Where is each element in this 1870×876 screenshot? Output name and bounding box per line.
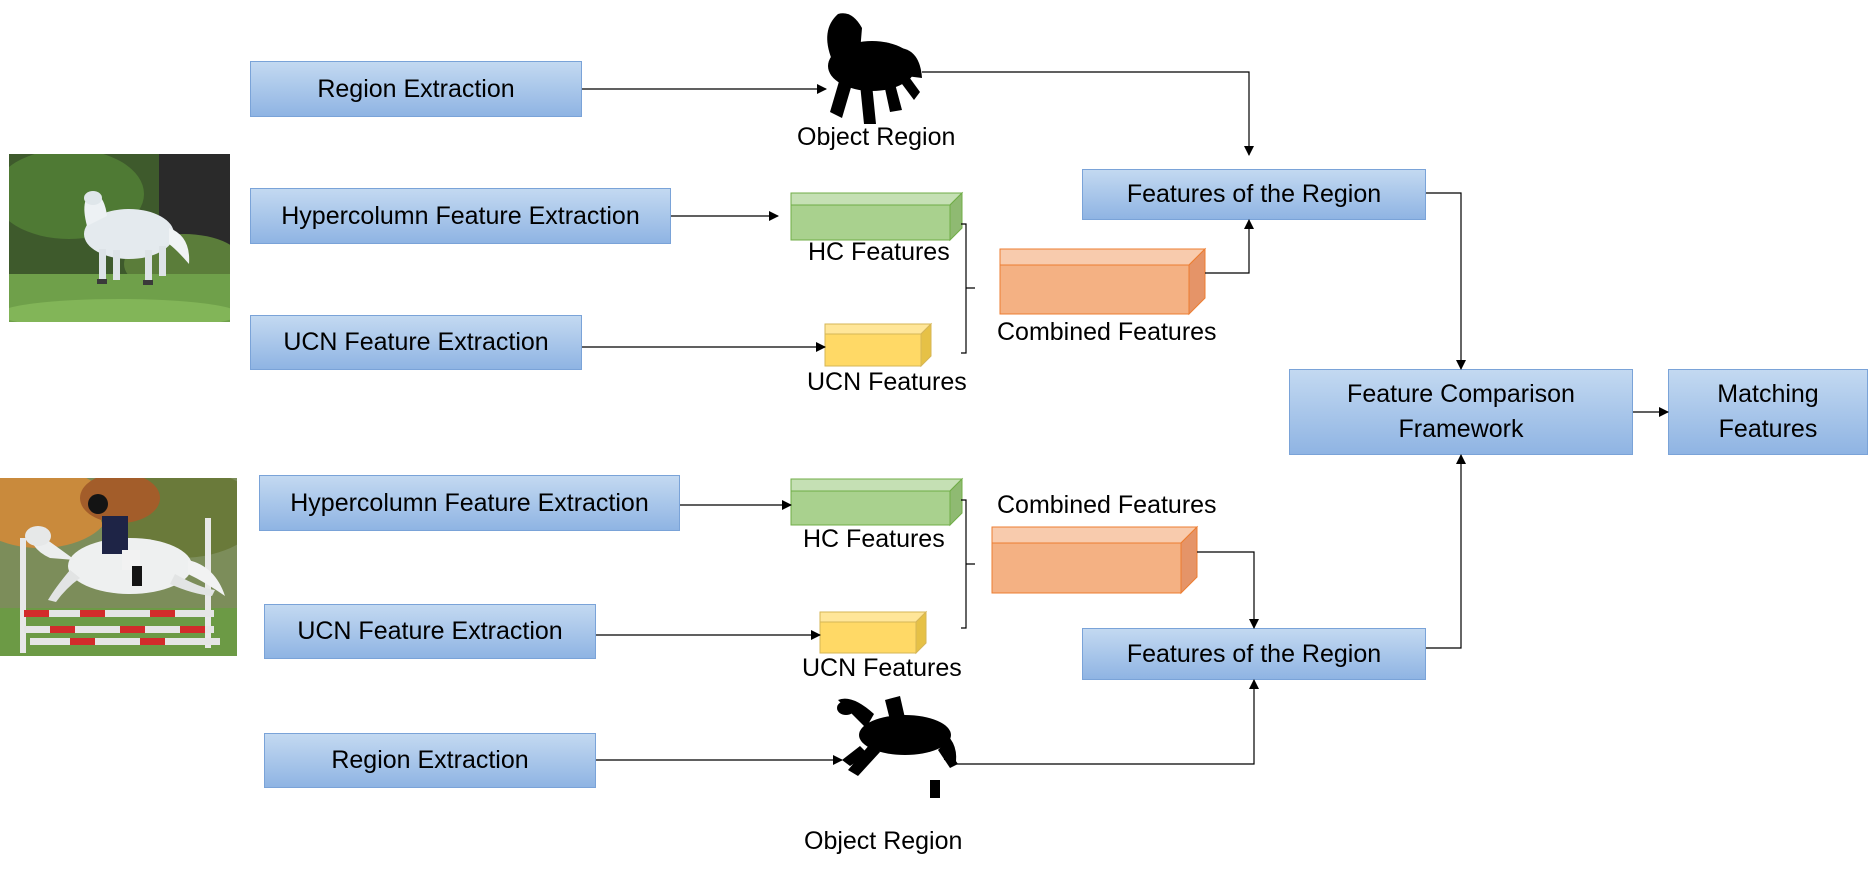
top-region-extraction-box: Region Extraction <box>250 61 582 117</box>
bottom-combined-features-block <box>991 525 1199 595</box>
top-combined-features-block <box>999 247 1207 316</box>
top-features-of-region-box: Features of the Region <box>1082 169 1426 220</box>
bottom-ucn-extraction-label: UCN Feature Extraction <box>297 617 563 645</box>
bottom-combined-features-label: Combined Features <box>997 491 1217 519</box>
top-input-photo-horse-running <box>9 154 230 322</box>
top-ucn-features-label: UCN Features <box>807 368 967 396</box>
bottom-region-extraction-box: Region Extraction <box>264 733 596 788</box>
top-hypercolumn-extraction-box: Hypercolumn Feature Extraction <box>250 188 671 244</box>
arrow-bottom-object-to-features <box>956 679 1259 765</box>
top-features-of-region-label: Features of the Region <box>1126 180 1382 208</box>
bottom-hypercolumn-extraction-label: Hypercolumn Feature Extraction <box>290 488 649 517</box>
bottom-features-of-region-label: Features of the Region <box>1126 639 1382 668</box>
feature-comparison-framework-line1: Feature Comparison <box>1347 380 1575 408</box>
matching-features-line2: Features <box>1718 415 1818 443</box>
top-ucn-extraction-box: UCN Feature Extraction <box>250 315 582 370</box>
feature-comparison-framework-line2: Framework <box>1398 415 1524 443</box>
arrow-bottom-combined-to-features <box>1197 551 1259 629</box>
bottom-ucn-features-block <box>819 610 928 655</box>
bottom-features-of-region-box: Features of the Region <box>1082 628 1426 680</box>
arrow-top-object-to-features <box>922 71 1254 156</box>
bottom-input-photo-horse-jumping <box>0 478 237 656</box>
bottom-ucn-extraction-box: UCN Feature Extraction <box>264 604 596 659</box>
top-hc-features-label: HC Features <box>808 238 950 266</box>
feature-comparison-framework-box: Feature Comparison Framework <box>1289 369 1633 455</box>
arrow-top-combined-to-features <box>1205 219 1254 274</box>
bottom-object-region-silhouette <box>837 696 958 798</box>
arrow-top-features-to-comparison <box>1426 192 1466 370</box>
top-ucn-extraction-label: UCN Feature Extraction <box>283 328 549 356</box>
bottom-object-region-label: Object Region <box>804 827 963 855</box>
top-ucn-features-block <box>824 322 933 368</box>
bottom-hc-features-block <box>790 477 964 527</box>
top-object-region-label: Object Region <box>797 123 956 151</box>
top-region-extraction-label: Region Extraction <box>317 74 515 103</box>
top-hc-features-block <box>790 191 964 242</box>
bottom-features-bracket <box>961 499 975 629</box>
top-hypercolumn-extraction-label: Hypercolumn Feature Extraction <box>281 201 640 230</box>
bottom-hc-features-label: HC Features <box>803 525 945 553</box>
top-object-region-silhouette <box>827 13 922 124</box>
bottom-region-extraction-label: Region Extraction <box>331 746 529 774</box>
bottom-ucn-features-label: UCN Features <box>802 654 962 682</box>
top-combined-features-label: Combined Features <box>997 318 1217 346</box>
bottom-hypercolumn-extraction-box: Hypercolumn Feature Extraction <box>259 475 680 531</box>
top-features-bracket <box>961 223 975 354</box>
matching-features-line1: Matching <box>1717 380 1819 408</box>
matching-features-box: Matching Features <box>1668 369 1868 455</box>
arrow-bottom-features-to-comparison <box>1426 454 1466 649</box>
